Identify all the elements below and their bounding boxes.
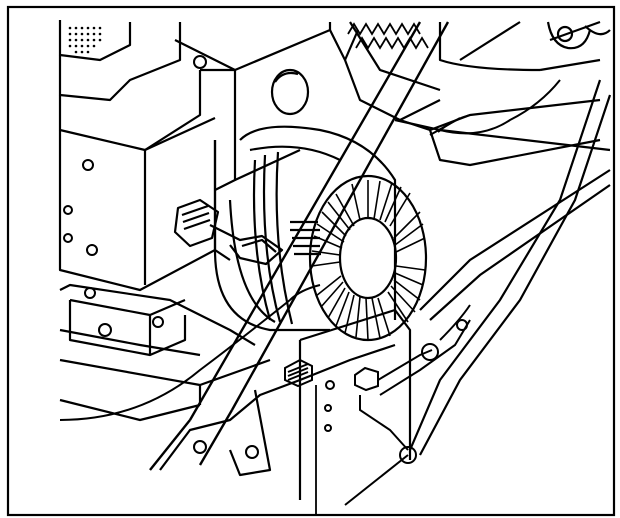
brand-emblem: [546, 21, 611, 50]
shroud-grill: [347, 22, 429, 50]
deck-base: [59, 283, 271, 422]
throttle-linkage: [344, 304, 471, 506]
vent-grille: [68, 26, 102, 54]
drawing-border: [6, 5, 616, 517]
handle-bar-main: [149, 21, 450, 471]
throttle-lever: [173, 198, 284, 266]
deck-bolts: [84, 287, 335, 459]
adjuster-knob: [284, 358, 313, 388]
control-cable: [59, 79, 561, 421]
primer-knob: [270, 68, 310, 116]
mounting-holes: [63, 55, 207, 256]
recoil-housing: [213, 125, 397, 332]
handle-bar-secondary: [394, 79, 612, 456]
